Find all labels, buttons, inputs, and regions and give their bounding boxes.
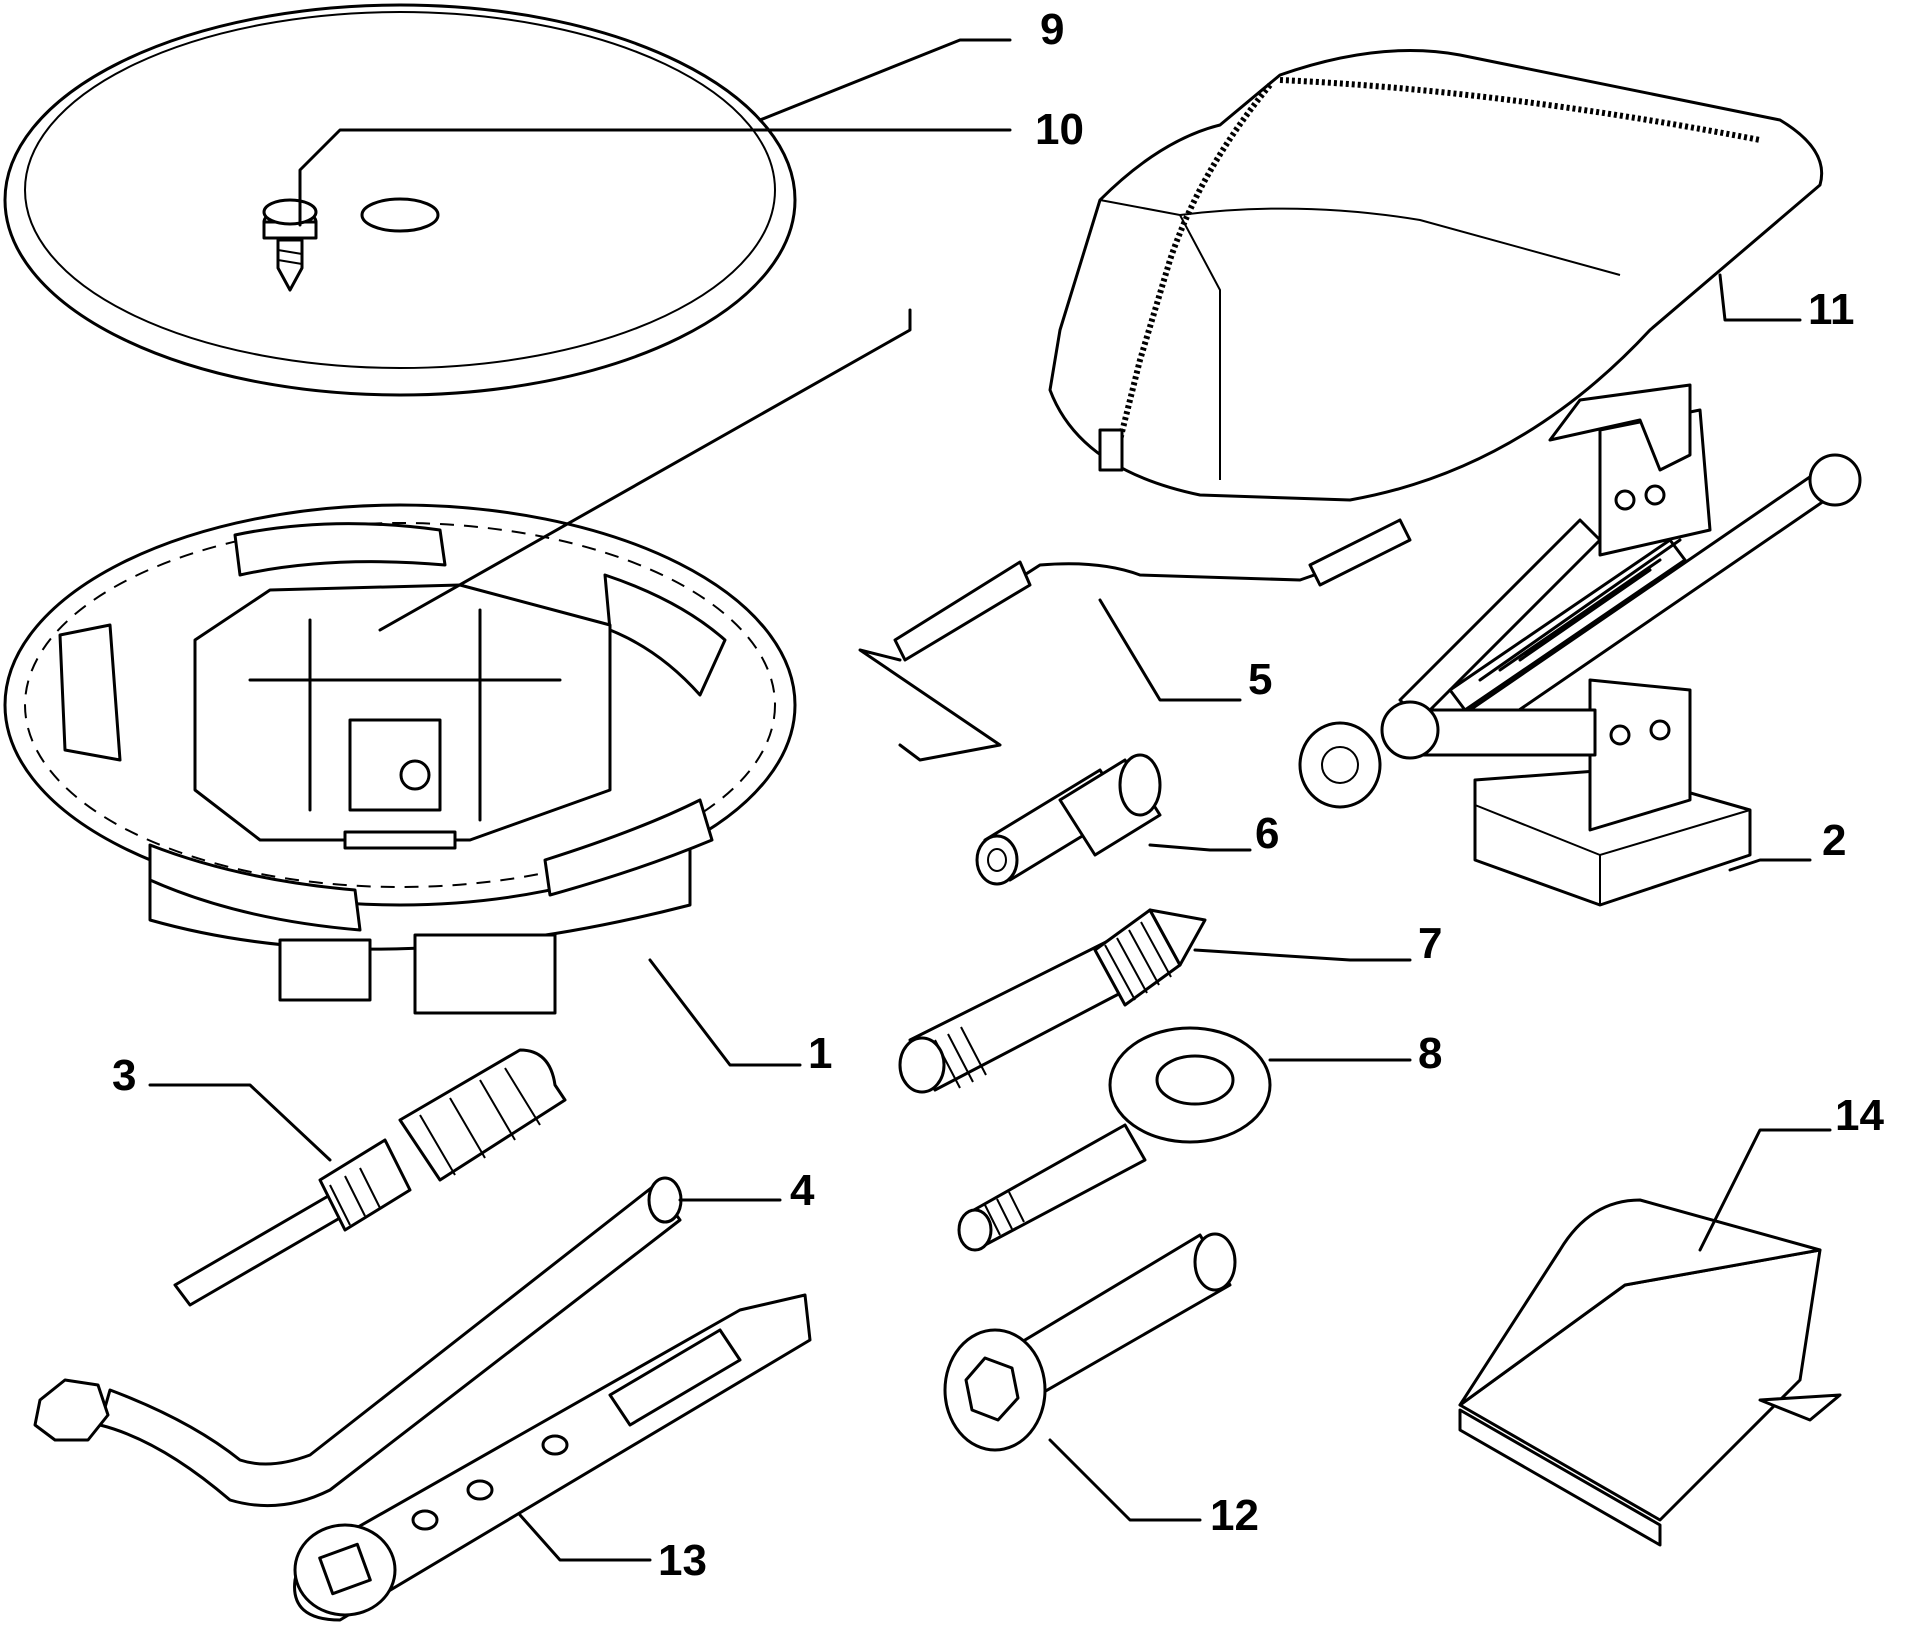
part-5-crank-handle [858, 518, 1412, 762]
callout-11: 11 [1808, 285, 1855, 334]
part-6-adapter-sleeve [975, 753, 1162, 886]
leader-lines [148, 38, 1832, 1562]
callout-13: 13 [658, 1536, 707, 1585]
part-14-wheel-chock [1458, 1198, 1842, 1547]
part-10-screw [262, 198, 318, 292]
part-9-cover-disc [3, 3, 797, 397]
callout-12: 12 [1210, 1491, 1259, 1540]
callout-14: 14 [1835, 1091, 1884, 1140]
callout-8: 8 [1418, 1029, 1442, 1078]
part-1-tool-tray [3, 503, 797, 1015]
part-2-scissor-jack [1298, 383, 1862, 907]
callout-4: 4 [790, 1166, 815, 1215]
callout-1: 1 [808, 1029, 832, 1078]
callout-7: 7 [1418, 919, 1442, 968]
callout-labels: 9 10 11 5 6 2 7 1 8 3 14 4 12 13 [112, 5, 1884, 1585]
part-11-tool-bag [1048, 49, 1824, 502]
callout-2: 2 [1822, 816, 1846, 865]
callout-9: 9 [1040, 5, 1064, 54]
callout-5: 5 [1248, 655, 1272, 704]
part-12-box-wrench [943, 1232, 1237, 1452]
callout-10: 10 [1035, 105, 1084, 154]
part-13-ratchet-wrench [293, 1293, 812, 1622]
callout-3: 3 [112, 1051, 136, 1100]
part-8-towing-eye [957, 1026, 1272, 1252]
part-3-screwdriver [173, 1048, 567, 1307]
part-7-threaded-pin [898, 908, 1207, 1094]
part-4-wheel-brace [33, 1176, 683, 1508]
callout-6: 6 [1255, 809, 1279, 858]
